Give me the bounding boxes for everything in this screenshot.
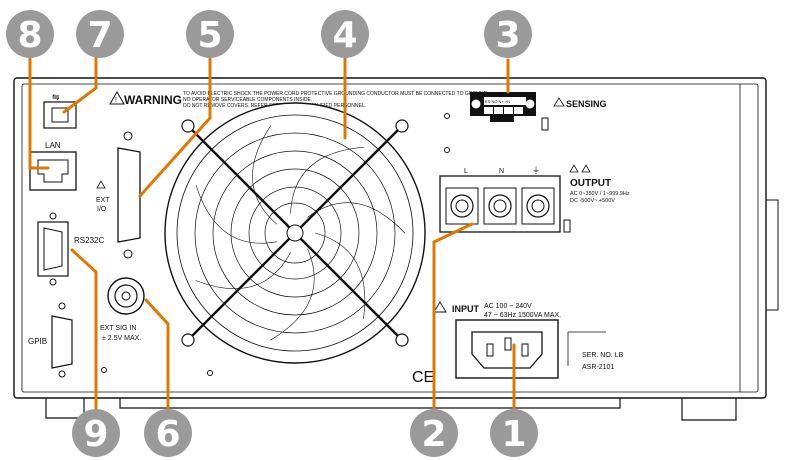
lan-port[interactable]: LAN (30, 141, 76, 190)
input-spec-1: AC 100 ~ 240V (484, 303, 532, 310)
callout-1: 1 (490, 409, 538, 457)
output-label: OUTPUT (570, 178, 611, 189)
usb-icon: ⇋ (52, 92, 60, 102)
input-label: INPUT (452, 304, 480, 314)
terminal-ground[interactable] (522, 188, 554, 224)
output-dc: DC -500V~ +500V (570, 198, 615, 204)
ext-io-label-1: EXT (96, 197, 110, 204)
callout-4: 4 (321, 10, 369, 58)
leader-6 (146, 300, 168, 418)
model-number: ASR-2101 (582, 364, 614, 371)
output-spec: OUTPUT AC 0~350V / 1~999.9Hz DC -500V~ +… (570, 165, 630, 204)
svg-text:!: ! (115, 97, 117, 104)
ce-mark: CE (412, 369, 434, 386)
fan (165, 103, 425, 376)
callout-2-number: 2 (421, 414, 446, 455)
callout-4-number: 4 (332, 15, 357, 56)
input-spec-2: 47 ~ 63Hz 1500VA MAX. (484, 312, 561, 319)
callout-9: 9 (72, 409, 120, 457)
callout-6-number: 6 (155, 414, 180, 455)
input-spec: INPUT AC 100 ~ 240V 47 ~ 63Hz 1500VA MAX… (434, 302, 561, 319)
usb-port[interactable]: ⇋ (44, 92, 76, 128)
term-ground-icon: ⏚ (532, 166, 540, 175)
term-l-label: L (464, 168, 468, 175)
callout-6: 6 (144, 409, 192, 457)
term-n-label: N (499, 168, 504, 175)
callout-1-number: 1 (501, 414, 526, 455)
callout-5-number: 5 (197, 15, 222, 56)
rs232c-label: RS232C (74, 236, 104, 245)
serial-block: SER. NO. LB ASR-2101 (568, 332, 624, 371)
ext-sig-label-1: EXT SIG IN (100, 325, 136, 332)
warning-label: WARNING (124, 93, 182, 107)
ext-sig-label-2: ± 2.5V MAX. (102, 335, 141, 342)
callout-9-number: 9 (83, 414, 108, 455)
sensing-label: SENSING (566, 99, 607, 109)
callout-2: 2 (410, 409, 458, 457)
callout-7-number: 7 (87, 15, 112, 56)
leader-9 (72, 250, 96, 418)
callout-3-number: 3 (495, 15, 520, 56)
ext-sig-in-bnc[interactable]: EXT SIG IN ± 2.5V MAX. (100, 278, 144, 373)
feet (46, 398, 736, 420)
callout-7: 7 (76, 10, 124, 58)
ext-io-label-2: I/O (97, 206, 107, 213)
ac-inlet[interactable] (456, 320, 558, 378)
serial-number: SER. NO. LB (582, 352, 624, 359)
gpib-label: GPIB (28, 337, 47, 346)
gpib-port[interactable]: GPIB (28, 303, 72, 377)
lan-label: LAN (45, 141, 61, 150)
terminal-n[interactable] (484, 188, 516, 224)
callout-3: 3 (484, 10, 532, 58)
callout-8: 8 (6, 10, 54, 58)
callout-8-number: 8 (17, 15, 42, 56)
callout-5: 5 (186, 10, 234, 58)
terminal-l[interactable] (446, 188, 478, 224)
output-terminals[interactable]: L N ⏚ (440, 166, 570, 232)
sensing-pins: ES NO N+ +N (485, 99, 510, 104)
output-ac: AC 0~350V / 1~999.9Hz (570, 191, 630, 197)
sensing-terminal[interactable]: ES NO N+ +N SENSING (445, 92, 607, 153)
